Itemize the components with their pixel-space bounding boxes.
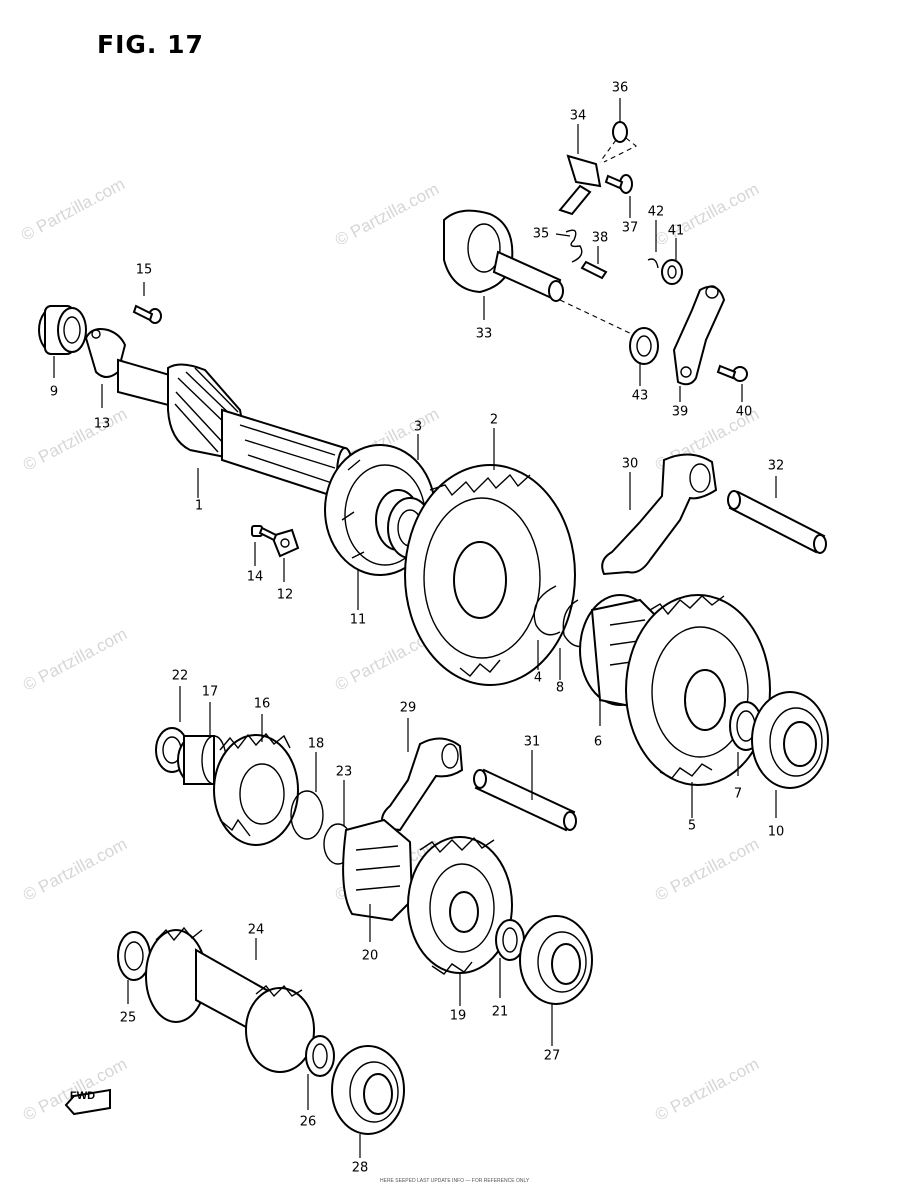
callout-40: 40 — [735, 404, 753, 420]
forward-label: FWD — [70, 1090, 96, 1102]
needle-bearing — [38, 305, 87, 355]
callout-42: 42 — [647, 204, 665, 220]
callout-14: 14 — [246, 569, 264, 585]
callout-31: 31 — [523, 734, 541, 750]
callout-13: 13 — [93, 416, 111, 432]
callout-43: 43 — [631, 388, 649, 404]
stopper-plate — [270, 528, 300, 558]
callout-35: 35 — [532, 226, 550, 242]
callout-8: 8 — [555, 680, 565, 696]
circlip-18 — [290, 790, 324, 840]
callout-6: 6 — [593, 734, 603, 750]
shift-fork-30 — [601, 453, 718, 576]
screw-37 — [604, 174, 633, 194]
spring-35 — [565, 229, 583, 263]
callout-39: 39 — [671, 404, 689, 420]
callout-32: 32 — [767, 458, 785, 474]
ball-bearing-28 — [331, 1045, 405, 1135]
drive-gear-2 — [404, 464, 576, 686]
gear-16 — [213, 732, 299, 846]
driven-gear-5 — [625, 594, 771, 786]
clip-42 — [647, 258, 659, 269]
countershaft — [117, 358, 354, 502]
callout-22: 22 — [171, 668, 189, 684]
callout-10: 10 — [767, 824, 785, 840]
screw-15 — [132, 304, 162, 324]
callout-19: 19 — [449, 1008, 467, 1024]
callout-18: 18 — [307, 736, 325, 752]
oil-seal-43 — [629, 327, 659, 365]
bolt-40 — [716, 364, 748, 382]
assembly-guide-line — [599, 137, 638, 163]
leader-lines — [53, 98, 777, 1158]
callout-34: 34 — [569, 108, 587, 124]
washer-41 — [661, 259, 683, 285]
callout-1: 1 — [194, 498, 204, 514]
ball-bearing-10 — [751, 691, 829, 789]
fork-shaft-31 — [473, 768, 577, 832]
callout-36: 36 — [611, 80, 629, 96]
sliding-gear-20 — [342, 818, 414, 922]
callout-25: 25 — [119, 1010, 137, 1026]
ball-bearing-27 — [519, 915, 593, 1005]
callout-29: 29 — [399, 700, 417, 716]
gear-19 — [407, 836, 513, 975]
pawl-lifter-34 — [558, 154, 602, 216]
callout-5: 5 — [687, 818, 697, 834]
footer-note: HERE SEEPED LAST UPDATE INFO — FOR REFER… — [380, 1178, 530, 1184]
callout-30: 30 — [621, 456, 639, 472]
callout-26: 26 — [299, 1114, 317, 1130]
callout-7: 7 — [733, 786, 743, 802]
callout-33: 33 — [475, 326, 493, 342]
callout-24: 24 — [247, 922, 265, 938]
callout-16: 16 — [253, 696, 271, 712]
callout-23: 23 — [335, 764, 353, 780]
callout-15: 15 — [135, 262, 153, 278]
callout-27: 27 — [543, 1048, 561, 1064]
callout-28: 28 — [351, 1160, 369, 1176]
assembly-guide-line — [559, 299, 637, 337]
shift-cam-33 — [443, 209, 564, 302]
callout-41: 41 — [667, 223, 685, 239]
callout-20: 20 — [361, 948, 379, 964]
washer-36 — [612, 121, 628, 143]
callout-12: 12 — [276, 587, 294, 603]
callout-11: 11 — [349, 612, 367, 628]
shift-arm-39 — [672, 285, 726, 386]
callout-2: 2 — [489, 412, 499, 428]
pin-38 — [580, 260, 608, 280]
driveshaft-24 — [145, 926, 315, 1073]
callout-21: 21 — [491, 1004, 509, 1020]
callout-17: 17 — [201, 684, 219, 700]
circlip-4 — [533, 585, 561, 636]
fork-shaft-32 — [727, 490, 827, 554]
figure-title: FIG. 17 — [97, 30, 204, 59]
shift-fork-29 — [381, 737, 464, 832]
callout-3: 3 — [413, 419, 423, 435]
callout-37: 37 — [621, 220, 639, 236]
forward-arrow-icon — [64, 1088, 111, 1116]
bolt-14 — [251, 525, 278, 542]
callout-38: 38 — [591, 230, 609, 246]
callout-4: 4 — [533, 670, 543, 686]
callout-9: 9 — [49, 384, 59, 400]
washer-26 — [305, 1035, 335, 1077]
